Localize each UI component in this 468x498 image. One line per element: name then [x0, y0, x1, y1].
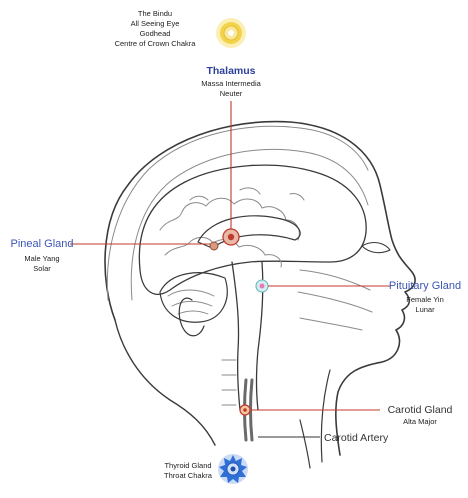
throat-text: Thyroid Gland Throat Chakra: [164, 461, 213, 480]
neck-front: [300, 370, 330, 468]
carotid-artery-title: Carotid Artery: [324, 432, 389, 444]
crown-line: Centre of Crown Chakra: [115, 39, 197, 48]
carotid-gland-title: Carotid Gland: [388, 404, 453, 416]
head-sketch: [105, 122, 415, 468]
crown-chakra-icon: [216, 18, 246, 48]
crown-line: Godhead: [140, 29, 171, 38]
carotid-gland-marker: [240, 405, 250, 415]
crown-line: The Bindu: [138, 9, 172, 18]
ear-outline: [179, 298, 204, 336]
nasal-cavity: [298, 270, 372, 330]
thalamus-title: Thalamus: [206, 65, 255, 77]
pointer-lines: [70, 101, 390, 410]
throat-line: Throat Chakra: [164, 471, 213, 480]
pituitary-marker: [256, 280, 268, 292]
thalamus-line: Massa Intermedia: [201, 79, 261, 88]
pituitary-line: Lunar: [415, 305, 435, 314]
carotid-artery-label: Carotid Artery: [324, 432, 389, 444]
pituitary-line: Female Yin: [406, 295, 444, 304]
pineal-line: Male Yang: [24, 254, 59, 263]
pineal-line: Solar: [33, 264, 51, 273]
thalamus-label: Thalamus Massa Intermedia Neuter: [201, 65, 261, 98]
carotid-gland-label: Carotid Gland Alta Major: [388, 404, 453, 426]
eye-outline: [362, 243, 390, 253]
pituitary-label: Pituitary Gland Female Yin Lunar: [389, 280, 461, 314]
thalamus-marker: [223, 229, 239, 245]
brain-outline: [139, 165, 366, 294]
pineal-title: Pineal Gland: [11, 238, 74, 250]
cerebellum: [160, 273, 227, 322]
pituitary-title: Pituitary Gland: [389, 280, 461, 292]
inner-skull: [131, 149, 368, 300]
thalamus-line: Neuter: [220, 89, 243, 98]
throat-chakra-icon: [218, 454, 248, 484]
crown-text: The Bindu All Seeing Eye Godhead Centre …: [115, 9, 197, 48]
brain-gyri: [160, 188, 304, 267]
crown-line: All Seeing Eye: [131, 19, 180, 28]
back-of-head-outline: [115, 320, 215, 445]
cerebellum-folds: [168, 290, 214, 314]
throat-line: Thyroid Gland: [164, 461, 211, 470]
pineal-label: Pineal Gland Male Yang Solar: [11, 238, 74, 273]
spine: [222, 360, 236, 405]
pineal-marker: [210, 242, 218, 250]
carotid-gland-line: Alta Major: [403, 417, 437, 426]
